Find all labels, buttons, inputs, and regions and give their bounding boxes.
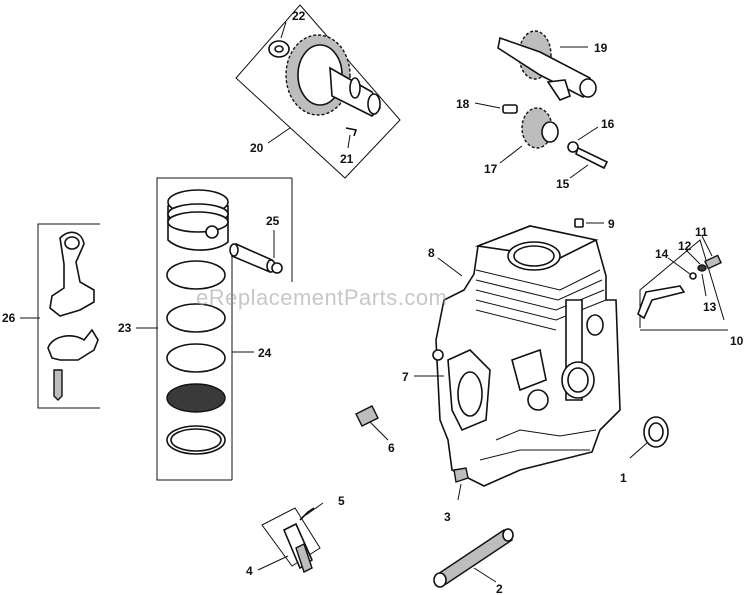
callout-12: 12 [678,239,692,253]
rod-cap[interactable] [47,328,99,361]
callout-22: 22 [292,9,306,23]
callout-19: 19 [594,41,608,55]
callout-26: 26 [2,311,16,325]
watermark: eReplacementParts.com [196,285,447,310]
cam-pin[interactable] [345,127,358,137]
callout-6: 6 [388,441,395,455]
callout-7: 7 [402,370,409,384]
callout-16: 16 [601,117,615,131]
connecting-rod-group [37,223,100,409]
piston-group [156,177,293,481]
piston-pin-clip[interactable] [271,262,283,274]
long-shaft[interactable] [436,529,514,585]
breather-frame [639,239,728,331]
camshaft-group [235,4,401,179]
camshaft-group-frame [235,4,401,179]
valve-group [261,507,321,573]
callout-8: 8 [428,246,435,260]
callout-13: 13 [703,300,717,314]
gasket-14[interactable] [689,272,697,280]
callout-5: 5 [338,494,345,508]
callout-2: 2 [496,582,503,595]
gasket-12[interactable] [697,264,707,272]
governor-washer[interactable] [567,141,579,153]
crankcase[interactable] [432,225,621,487]
callout-25: 25 [266,214,280,228]
dowel-pin[interactable] [355,405,379,427]
callout-1: 1 [620,471,627,485]
plug-9[interactable] [574,218,584,228]
callout-23: 23 [118,321,132,335]
breather-tube[interactable] [637,285,686,320]
piston-ring-2[interactable] [166,303,226,333]
connecting-rod[interactable] [49,231,95,317]
piston-ring-3[interactable] [166,343,226,373]
governor-shaft[interactable] [575,146,609,170]
fitting[interactable] [453,467,469,483]
governor-group [497,30,609,170]
governor-screw[interactable] [502,104,518,114]
valve-group-frame [261,507,321,567]
callout-24: 24 [258,346,272,360]
callout-14: 14 [655,247,669,261]
piston-ring-1[interactable] [166,260,226,290]
plate-11[interactable] [704,254,722,270]
callout-9: 9 [608,217,615,231]
callout-21: 21 [340,152,354,166]
rod-bolt[interactable] [53,369,63,401]
breather-group [637,239,728,331]
connecting-rod-frame [37,223,100,409]
callout-4: 4 [246,564,253,578]
callout-17: 17 [484,162,498,176]
piston-ring-4[interactable] [166,383,226,413]
callout-20: 20 [250,141,264,155]
cylinder-fins [475,269,607,331]
callout-18: 18 [456,97,470,111]
callout-15: 15 [556,177,570,191]
callout-3: 3 [444,510,451,524]
callout-11: 11 [695,225,708,239]
callout-10: 10 [730,334,744,348]
